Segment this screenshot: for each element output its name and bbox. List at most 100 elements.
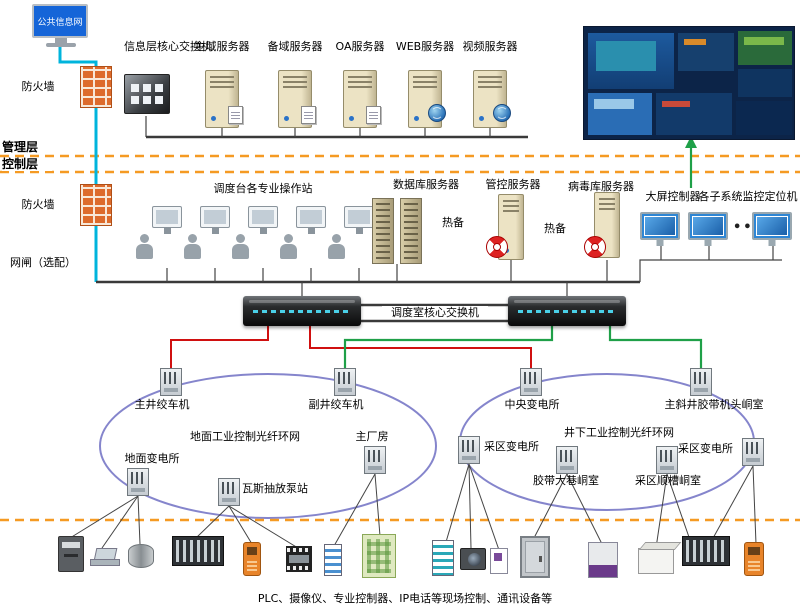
node-label-main-plant: 主厂房 bbox=[355, 430, 389, 443]
node-label-central-substation: 中央变电所 bbox=[504, 398, 560, 411]
person-icon bbox=[328, 234, 346, 260]
database-server-icon bbox=[372, 198, 394, 264]
pcb-board-icon bbox=[362, 534, 396, 578]
public-info-monitor-icon: 公共信息网 bbox=[32, 4, 90, 47]
workstations-label: 调度台各专业操作站 bbox=[213, 182, 313, 195]
fiber-drop-aux-winch bbox=[343, 326, 554, 368]
management-layer-label: 管理层 bbox=[2, 140, 39, 154]
film-camera-icon bbox=[286, 546, 312, 572]
gateway-label: 网闸（选配） bbox=[10, 256, 76, 269]
node-label-main-winch: 主井绞车机 bbox=[134, 398, 190, 411]
server-label: 备域服务器 bbox=[267, 40, 323, 53]
globe-icon bbox=[428, 104, 446, 122]
firewall-label: 防火墙 bbox=[21, 198, 55, 211]
ring-node-switch-icon bbox=[690, 368, 712, 396]
hot-standby-label: 热备 bbox=[544, 222, 566, 235]
operator-workstation-icon bbox=[328, 206, 376, 268]
ring-node-switch-icon bbox=[364, 446, 386, 474]
document-icon bbox=[366, 106, 381, 124]
operator-workstation-icon bbox=[136, 206, 184, 268]
big-screen-controller-label: 大屏控制器 bbox=[645, 190, 701, 203]
dispatch-core-switch-icon bbox=[508, 296, 626, 326]
ring-node-switch-icon bbox=[334, 368, 356, 396]
surface-ring-label: 地面工业控制光纤环网 bbox=[190, 430, 300, 443]
ring-node-switch-icon bbox=[127, 468, 149, 496]
dispatch-core-switch-icon bbox=[243, 296, 361, 326]
ring-node-switch-icon bbox=[218, 478, 240, 506]
life-ring-icon bbox=[584, 236, 606, 258]
surface-fiber-ring bbox=[99, 373, 437, 519]
junction-box-icon bbox=[638, 548, 674, 574]
node-label-incline-belt: 主斜井胶带机头峒室 bbox=[664, 398, 764, 411]
subsystem-monitors-label: 各子系统监控定位机 bbox=[698, 190, 798, 203]
monitor-icon bbox=[688, 212, 728, 240]
database-server-icon bbox=[400, 198, 422, 264]
controller-card-icon bbox=[324, 544, 342, 576]
controller-card-icon bbox=[432, 540, 454, 576]
monitor-icon bbox=[752, 212, 792, 240]
video-server-icon bbox=[473, 70, 507, 128]
ring-node-switch-icon bbox=[520, 368, 542, 396]
drum-icon bbox=[128, 544, 154, 568]
camera-icon bbox=[460, 548, 486, 570]
info-core-switch-icon bbox=[124, 74, 170, 114]
operator-workstation-icon bbox=[280, 206, 328, 268]
field-devices-caption: PLC、摄像仪、专业控制器、IP电话等现场控制、通讯设备等 bbox=[257, 592, 553, 605]
node-label-mining-substation-right: 采区变电所 bbox=[678, 442, 733, 455]
firewall-trunk-line bbox=[58, 46, 98, 282]
video-wall-image bbox=[583, 26, 795, 140]
life-ring-icon bbox=[486, 236, 508, 258]
control-layer-label: 控制层 bbox=[2, 158, 52, 171]
plc-rack-icon bbox=[682, 536, 730, 566]
printer-icon bbox=[58, 536, 84, 572]
person-icon bbox=[184, 234, 202, 260]
io-card-icon bbox=[490, 548, 508, 574]
virus-server-icon bbox=[594, 192, 620, 258]
firewall-icon bbox=[80, 184, 112, 226]
node-label-gas-pump: 瓦斯抽放泵站 bbox=[242, 482, 308, 495]
node-label-surface-substation: 地面变电所 bbox=[124, 452, 180, 465]
operator-workstation-icon bbox=[184, 206, 232, 268]
firewall-label: 防火墙 bbox=[21, 80, 55, 93]
document-icon bbox=[301, 106, 316, 124]
ring-node-switch-icon bbox=[160, 368, 182, 396]
field-device-icon bbox=[588, 542, 618, 578]
ring-node-switch-icon bbox=[458, 436, 480, 464]
fiber-drop-main-winch bbox=[170, 326, 269, 368]
ip-phone-icon bbox=[744, 542, 764, 576]
ring-node-switch-icon bbox=[656, 446, 678, 474]
laptop-icon bbox=[90, 548, 120, 566]
node-label-mining-gateway: 采区顺槽峒室 bbox=[635, 474, 701, 487]
ip-phone-icon bbox=[243, 542, 261, 576]
person-icon bbox=[280, 234, 298, 260]
web-server-icon bbox=[408, 70, 442, 128]
ring-node-switch-icon bbox=[742, 438, 764, 466]
plc-rack-icon bbox=[172, 536, 224, 566]
fiber-drop-central-substation bbox=[309, 326, 532, 368]
server-label: WEB服务器 bbox=[395, 40, 455, 53]
operator-workstation-icon bbox=[232, 206, 280, 268]
document-icon bbox=[228, 106, 243, 124]
server-label: 主域服务器 bbox=[194, 40, 250, 53]
info-core-switch-label: 信息层核心交换机 bbox=[124, 40, 212, 53]
underground-ring-label: 井下工业控制光纤环网 bbox=[564, 426, 674, 439]
dispatch-core-switch-label: 调度室核心交换机 bbox=[382, 306, 488, 319]
server-label: OA服务器 bbox=[335, 40, 385, 53]
person-icon bbox=[136, 234, 154, 260]
database-server-label: 数据库服务器 bbox=[393, 178, 459, 191]
person-icon bbox=[232, 234, 250, 260]
virus-server-label: 病毒库服务器 bbox=[568, 180, 634, 193]
public-info-label: 公共信息网 bbox=[37, 17, 83, 28]
server-label: 视频服务器 bbox=[462, 40, 518, 53]
node-label-belt-roadway: 胶带大巷峒室 bbox=[533, 474, 599, 487]
fiber-drop-incline-belt bbox=[608, 326, 703, 368]
node-label-aux-winch: 副井绞车机 bbox=[308, 398, 364, 411]
globe-icon bbox=[493, 104, 511, 122]
ring-node-switch-icon bbox=[556, 446, 578, 474]
node-label-mining-substation-left: 采区变电所 bbox=[484, 440, 539, 453]
monitor-icon bbox=[640, 212, 680, 240]
hot-standby-label: 热备 bbox=[442, 216, 464, 229]
public-info-screen: 公共信息网 bbox=[32, 4, 88, 38]
